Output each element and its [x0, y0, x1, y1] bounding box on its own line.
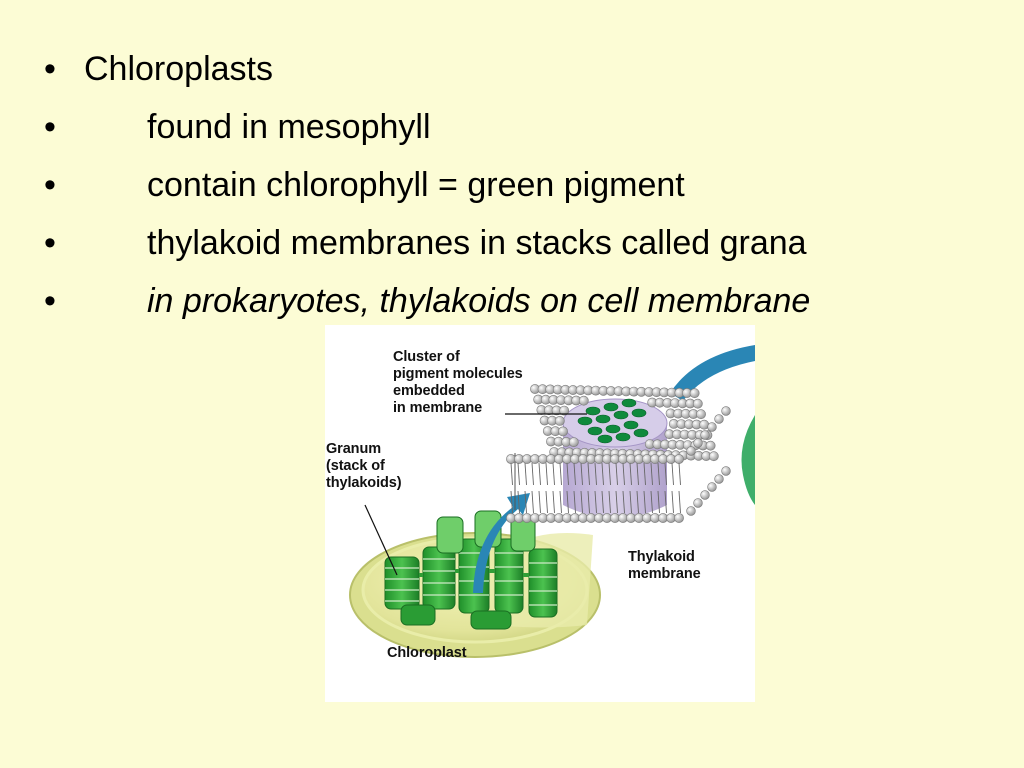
thylakoid-membrane-label: Thylakoid membrane [628, 549, 701, 582]
phospholipid-heads [506, 384, 731, 523]
bullet-chlorophyll: • contain chlorophyll = green pigment [0, 156, 1024, 214]
green-edge-shape [741, 415, 755, 505]
grana-stacks [384, 510, 558, 630]
arrow-granum-icon [473, 493, 530, 593]
bullet-marker: • [44, 166, 56, 204]
granum-label: Granum (stack of thylakoids) [326, 441, 402, 491]
bullet-grana: • thylakoid membranes in stacks called g… [0, 214, 1024, 272]
arrow-upper-icon [670, 345, 755, 401]
chloroplast-figure: Cluster of pigment molecules embedded in… [325, 325, 755, 702]
bullet-text: in prokaryotes, thylakoids on cell membr… [147, 282, 811, 320]
bullet-chloroplasts: • Chloroplasts [0, 40, 1024, 98]
granum-pointer-line [364, 504, 398, 576]
bullet-list: • Chloroplasts • found in mesophyll • co… [0, 40, 1024, 330]
chloroplast-label: Chloroplast [387, 645, 467, 661]
phospholipid-tails [510, 462, 681, 514]
bullet-text: contain chlorophyll = green pigment [147, 166, 685, 204]
cluster-label: Cluster of pigment molecules embedded in… [393, 349, 523, 416]
bullet-marker: • [44, 224, 56, 262]
bullet-prokaryotes: • in prokaryotes, thylakoids on cell mem… [0, 272, 1024, 330]
chloroplast-illustration [349, 345, 755, 658]
bullet-marker: • [44, 282, 56, 320]
bullet-marker: • [44, 108, 56, 146]
bullet-text: thylakoid membranes in stacks called gra… [147, 224, 807, 262]
bullet-mesophyll: • found in mesophyll [0, 98, 1024, 156]
bullet-marker: • [44, 50, 56, 88]
bullet-text: found in mesophyll [147, 108, 431, 146]
pigment-cluster [577, 398, 649, 444]
bullet-text: Chloroplasts [84, 50, 273, 88]
